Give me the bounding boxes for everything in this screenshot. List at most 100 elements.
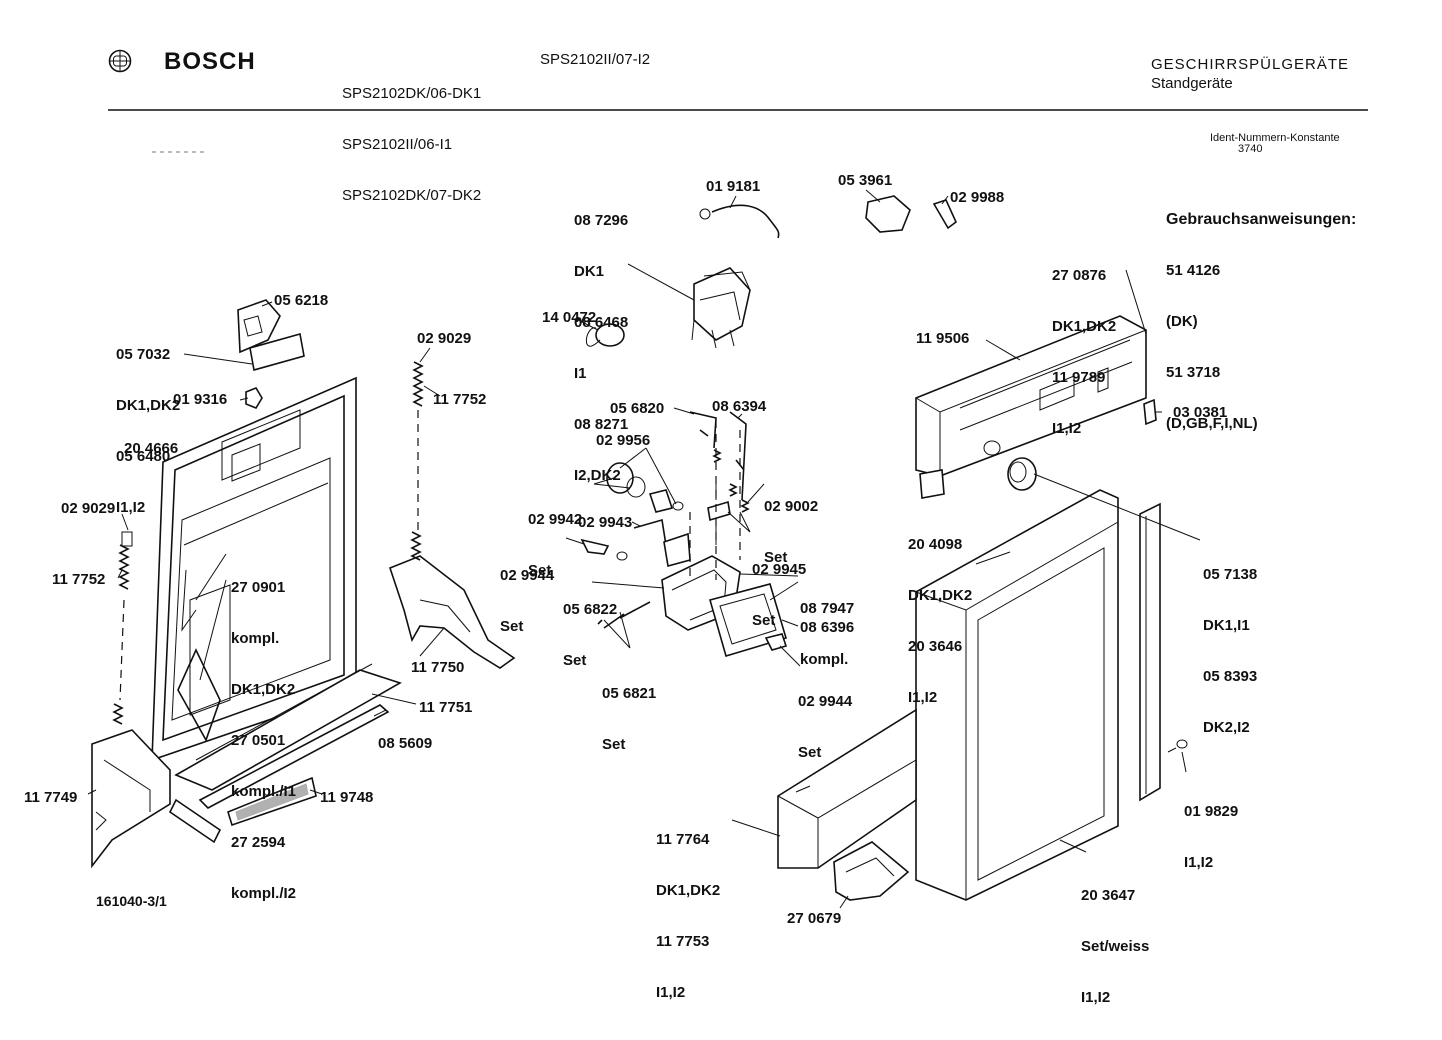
callout-cable-harness: 27 0901 kompl. DK1,DK2 27 0501 kompl./I1… — [231, 545, 296, 936]
set-label: Set — [752, 612, 776, 629]
callout-hinge-right: 11 7750 — [411, 659, 465, 676]
kick-plate-part — [777, 708, 917, 869]
knob-small-part — [585, 323, 625, 347]
variant-code: DK2,I2 — [1203, 719, 1250, 736]
bracket-part — [833, 841, 910, 901]
callout-clip: 01 9316 — [173, 391, 228, 408]
set-label: Set — [500, 618, 524, 635]
part-number: 27 0901 — [231, 579, 286, 596]
model-line: SPS2102DK/07-DK2 — [342, 187, 482, 204]
callout-cable: 01 9181 — [706, 178, 761, 195]
part-number: 20 3646 — [908, 638, 963, 655]
set-label: Set — [602, 736, 626, 753]
callout-program-switch: 08 7296 DK1 08 6468 I1 08 8271 I2,DK2 — [574, 178, 628, 518]
callout-control-panel: 11 9506 — [916, 330, 970, 347]
variant-code: I1,I2 — [1081, 989, 1111, 1006]
set-label: Set/weiss — [1081, 938, 1150, 955]
set-label: Set — [563, 652, 587, 669]
callout-lever: 05 6820 — [610, 400, 665, 417]
drawing-number: 161040-3/1 — [96, 893, 167, 909]
callout-spring-left: 11 7752 — [52, 571, 106, 588]
model-list: SPS2102DK/06-DK1 SPS2102II/06-I1 SPS2102… — [342, 51, 481, 238]
part-number: 27 0501 — [231, 732, 286, 749]
set-label: Set — [764, 549, 788, 566]
exploded-drawing — [87, 189, 1201, 909]
callout-cap-set: 02 9942 Set — [528, 477, 582, 613]
ident-value: 3740 — [1238, 143, 1263, 155]
callout-lever-2: 08 6394 — [712, 398, 767, 415]
lock-part — [865, 195, 957, 233]
callout-lock: 05 3961 — [838, 172, 893, 189]
callout-panel-variants: 27 0876 DK1,DK2 11 9789 I1,I2 — [1052, 233, 1116, 471]
brand-name: BOSCH — [164, 48, 256, 75]
variant-code: DK1,DK2 — [1052, 318, 1117, 335]
manual-line: (D,GB,F,I,NL) — [1166, 415, 1258, 432]
part-number: 27 0876 — [1052, 267, 1107, 284]
callout-pin-set: 02 9944 Set — [500, 533, 554, 669]
callout-bracket-wire: 02 9943 — [578, 514, 633, 531]
part-number: 08 6468 — [574, 314, 629, 331]
part-number: 11 7764 — [656, 831, 710, 848]
callout-hook-variants: 05 7032 DK1,DK2 05 6480 I1,I2 — [116, 312, 180, 550]
variant-code: I1,I2 — [656, 984, 686, 1001]
part-number: 08 8271 — [574, 416, 629, 433]
callout-door-frame: 20 4666 — [124, 440, 179, 457]
variant-code: DK1,DK2 — [908, 587, 973, 604]
spring-parts — [112, 361, 424, 725]
callout-spring-set: 02 9002 Set — [764, 464, 818, 600]
leader-lines — [87, 189, 1201, 909]
part-number: 05 6822 — [563, 601, 618, 618]
hook-parts — [237, 299, 305, 409]
set-label: Set — [798, 744, 822, 761]
callout-spring-right: 11 7752 — [433, 391, 487, 408]
program-switch-part — [691, 267, 751, 349]
callout-bracket: 27 0679 — [787, 910, 842, 927]
variant-code: DK1,DK2 — [656, 882, 721, 899]
kit-label: kompl./I1 — [231, 783, 297, 800]
header-graphics — [108, 49, 1368, 153]
callout-spring-set-2: 05 6822 Set — [563, 567, 617, 703]
callout-latch: 02 9988 — [950, 189, 1005, 206]
variant-code: DK1,DK2 — [231, 681, 296, 698]
part-number: 05 7032 — [116, 346, 171, 363]
callout-lamp: 03 0381 — [1173, 404, 1228, 421]
dispenser-small-parts — [580, 411, 750, 568]
part-number: 11 9789 — [1052, 369, 1106, 386]
callout-spring-left-top: 02 9029 — [61, 500, 116, 517]
part-number: 05 8393 — [1203, 668, 1258, 685]
part-number: 05 6480 — [116, 448, 171, 465]
part-number: 08 7296 — [574, 212, 629, 229]
screw-small-part — [1167, 739, 1188, 753]
door-inner-frame-part — [151, 376, 357, 762]
control-panel-part — [915, 315, 1157, 499]
model-line: SPS2102DK/06-DK1 — [342, 85, 482, 102]
callout-kick-plate: 11 7764 DK1,DK2 11 7753 I1,I2 — [656, 797, 720, 1035]
callout-spring-set-3: 05 6821 Set — [602, 651, 656, 787]
assembly-lines — [689, 420, 741, 580]
variant-code: I1,I2 — [116, 499, 146, 516]
variant-code: I1,I2 — [1052, 420, 1082, 437]
part-number: 20 3647 — [1081, 887, 1136, 904]
callout-seal: 02 9956 — [596, 432, 651, 449]
callout-pin-set-2: 02 9944 Set — [798, 659, 852, 795]
parts-diagram-sheet: BOSCH SPS2102DK/06-DK1 SPS2102II/06-I1 S… — [24, 48, 1368, 1006]
callout-knob-variants: 05 7138 DK1,I1 05 8393 DK2,I2 — [1203, 532, 1257, 770]
variant-code: I1,I2 — [1184, 854, 1214, 871]
manuals-heading: Gebrauchsanweisungen: — [1166, 211, 1357, 228]
manual-line: (DK) — [1166, 313, 1198, 330]
callout-hook: 05 6218 — [274, 292, 329, 309]
variant-code: DK1 — [574, 263, 605, 280]
variant-code: DK1,I1 — [1203, 617, 1250, 634]
part-number: 02 9944 — [798, 693, 853, 710]
part-number: 05 6821 — [602, 685, 657, 702]
manual-line: 51 4126 — [1166, 262, 1221, 279]
variant-code: I1,I2 — [908, 689, 938, 706]
part-number: 27 2594 — [231, 834, 286, 851]
variant-code: DK1,DK2 — [116, 397, 181, 414]
part-number: 05 7138 — [1203, 566, 1258, 583]
door-outer-panel-part — [915, 489, 1161, 901]
door-bottom-rail-part — [174, 663, 402, 827]
set-label: Set — [528, 562, 552, 579]
manual-line: 51 3718 — [1166, 364, 1221, 381]
callout-door-panel: 20 4098 DK1,DK2 20 3646 I1,I2 — [908, 502, 972, 740]
